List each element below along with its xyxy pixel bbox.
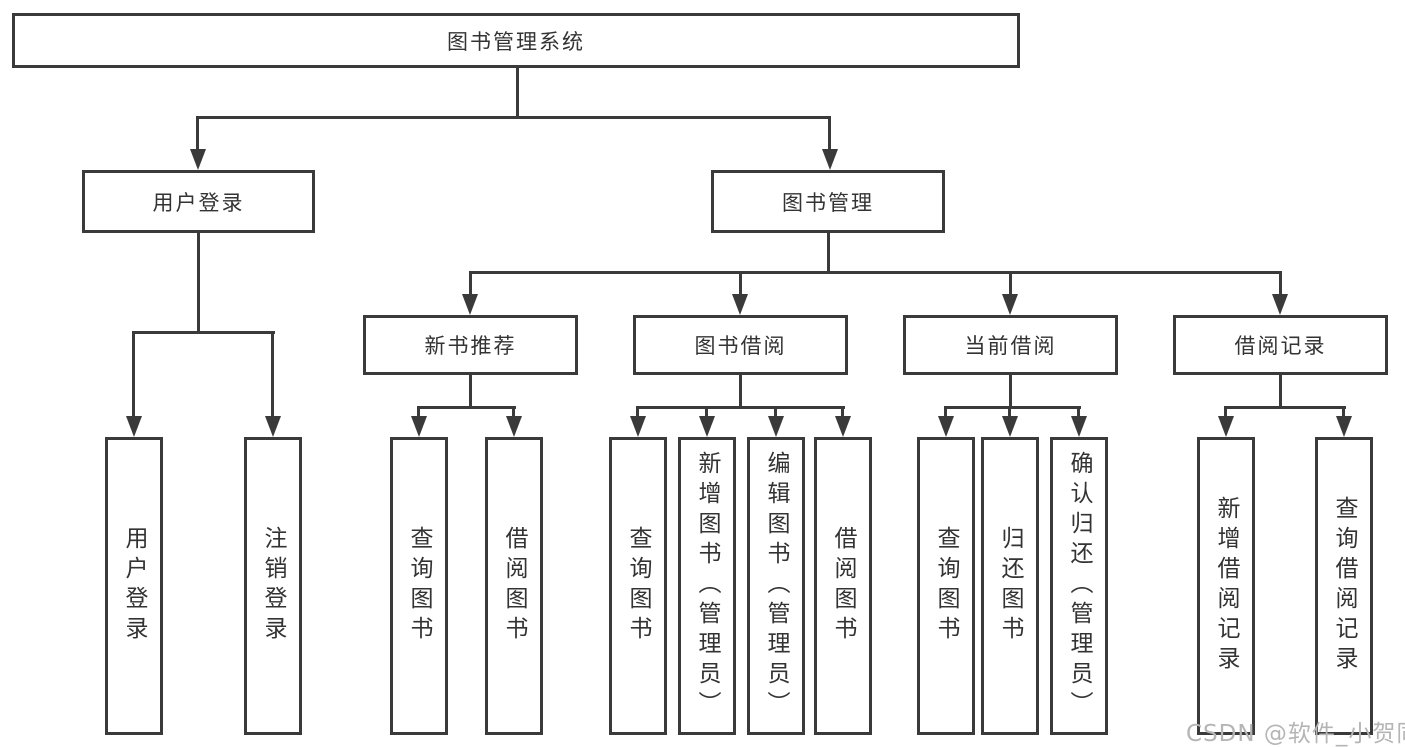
connector-line: [841, 406, 844, 418]
connector-line: [417, 406, 420, 418]
leaf-edit-book-admin: 编辑图书（管理员）: [747, 437, 805, 735]
leaf-query-books-current: 查询图书: [917, 437, 975, 735]
connector-line: [469, 271, 472, 297]
arrow-down-icon: [265, 416, 281, 437]
connector-line: [197, 233, 200, 333]
connector-line: [1279, 375, 1282, 408]
connector-line: [636, 406, 845, 409]
connector-line: [196, 116, 199, 150]
connector-line: [944, 406, 947, 418]
connector-line: [944, 406, 1081, 409]
node-label: 图书管理: [782, 190, 874, 215]
node-book-management-system: 图书管理系统: [12, 13, 1020, 68]
connector-line: [739, 271, 742, 297]
connector-line: [1224, 406, 1227, 418]
connector-line: [1279, 271, 1282, 297]
arrow-down-icon: [732, 294, 748, 315]
leaf-add-book-admin: 新增图书（管理员）: [678, 437, 736, 735]
arrow-down-icon: [699, 416, 715, 437]
connector-line: [417, 406, 516, 409]
connector-line: [1009, 271, 1012, 297]
node-book-management: 图书管理: [711, 170, 945, 233]
connector-line: [774, 406, 777, 418]
leaf-label: 借阅图书: [830, 526, 856, 646]
arrow-down-icon: [506, 416, 522, 437]
connector-line: [1009, 375, 1012, 408]
leaf-label: 查询图书: [625, 526, 651, 646]
node-label: 图书管理系统: [447, 29, 585, 54]
connector-line: [739, 375, 742, 408]
arrow-down-icon: [822, 149, 838, 170]
arrow-down-icon: [1336, 416, 1352, 437]
node-label: 图书借阅: [694, 334, 787, 358]
leaf-label: 查询图书: [406, 526, 432, 646]
node-label: 新书推荐: [424, 334, 517, 358]
arrow-down-icon: [1002, 294, 1018, 315]
leaf-label: 注销登录: [260, 526, 286, 646]
arrow-down-icon: [1272, 294, 1288, 315]
leaf-label: 用户登录: [121, 526, 147, 646]
leaf-label: 确认归还（管理员）: [1066, 451, 1092, 721]
leaf-label: 归还图书: [997, 526, 1023, 646]
connector-line: [828, 116, 831, 150]
leaf-query-borrow-record: 查询借阅记录: [1315, 437, 1373, 735]
node-borrowing-records: 借阅记录: [1173, 315, 1388, 375]
leaf-label: 查询借阅记录: [1331, 496, 1357, 676]
connector-line: [1342, 406, 1345, 418]
connector-line: [705, 406, 708, 418]
connector-line: [827, 233, 830, 273]
arrow-down-icon: [835, 416, 851, 437]
connector-line: [271, 331, 274, 418]
leaf-label: 查询图书: [933, 526, 959, 646]
leaf-confirm-return-admin: 确认归还（管理员）: [1050, 437, 1108, 735]
arrow-down-icon: [630, 416, 646, 437]
connector-line: [516, 68, 519, 118]
leaf-label: 借阅图书: [501, 526, 527, 646]
arrow-down-icon: [938, 416, 954, 437]
leaf-borrow-books-recommend: 借阅图书: [485, 437, 543, 735]
arrow-down-icon: [1071, 416, 1087, 437]
arrow-down-icon: [768, 416, 784, 437]
connector-line: [469, 271, 1282, 274]
connector-line: [132, 331, 135, 418]
node-label: 当前借阅: [964, 334, 1057, 358]
leaf-query-books-recommend: 查询图书: [390, 437, 448, 735]
arrow-down-icon: [126, 416, 142, 437]
connector-line: [512, 406, 515, 418]
connector-line: [636, 406, 639, 418]
arrow-down-icon: [1218, 416, 1234, 437]
leaf-return-books: 归还图书: [981, 437, 1039, 735]
connector-line: [132, 331, 275, 334]
leaf-label: 新增图书（管理员）: [694, 451, 720, 721]
leaf-label: 编辑图书（管理员）: [763, 451, 789, 721]
connector-line: [469, 375, 472, 408]
node-new-book-recommendation: 新书推荐: [363, 315, 578, 375]
node-book-borrowing: 图书借阅: [633, 315, 848, 375]
connector-line: [196, 116, 831, 119]
leaf-borrow-books-borrowing: 借阅图书: [814, 437, 872, 735]
node-user-login: 用户登录: [82, 170, 315, 233]
leaf-user-login: 用户登录: [105, 437, 163, 735]
leaf-query-books-borrowing: 查询图书: [609, 437, 667, 735]
arrow-down-icon: [1002, 416, 1018, 437]
connector-line: [1224, 406, 1346, 409]
connector-line: [1077, 406, 1080, 418]
connector-line: [1008, 406, 1011, 418]
node-current-borrowing: 当前借阅: [903, 315, 1118, 375]
node-label: 用户登录: [152, 190, 245, 215]
watermark: CSDN @软件_小贺同学: [1186, 721, 1405, 747]
leaf-add-borrow-record: 新增借阅记录: [1197, 437, 1255, 735]
leaf-label: 新增借阅记录: [1213, 496, 1239, 676]
node-label: 借阅记录: [1234, 334, 1327, 358]
arrow-down-icon: [190, 149, 206, 170]
arrow-down-icon: [411, 416, 427, 437]
arrow-down-icon: [462, 294, 478, 315]
leaf-logout-login: 注销登录: [244, 437, 302, 735]
